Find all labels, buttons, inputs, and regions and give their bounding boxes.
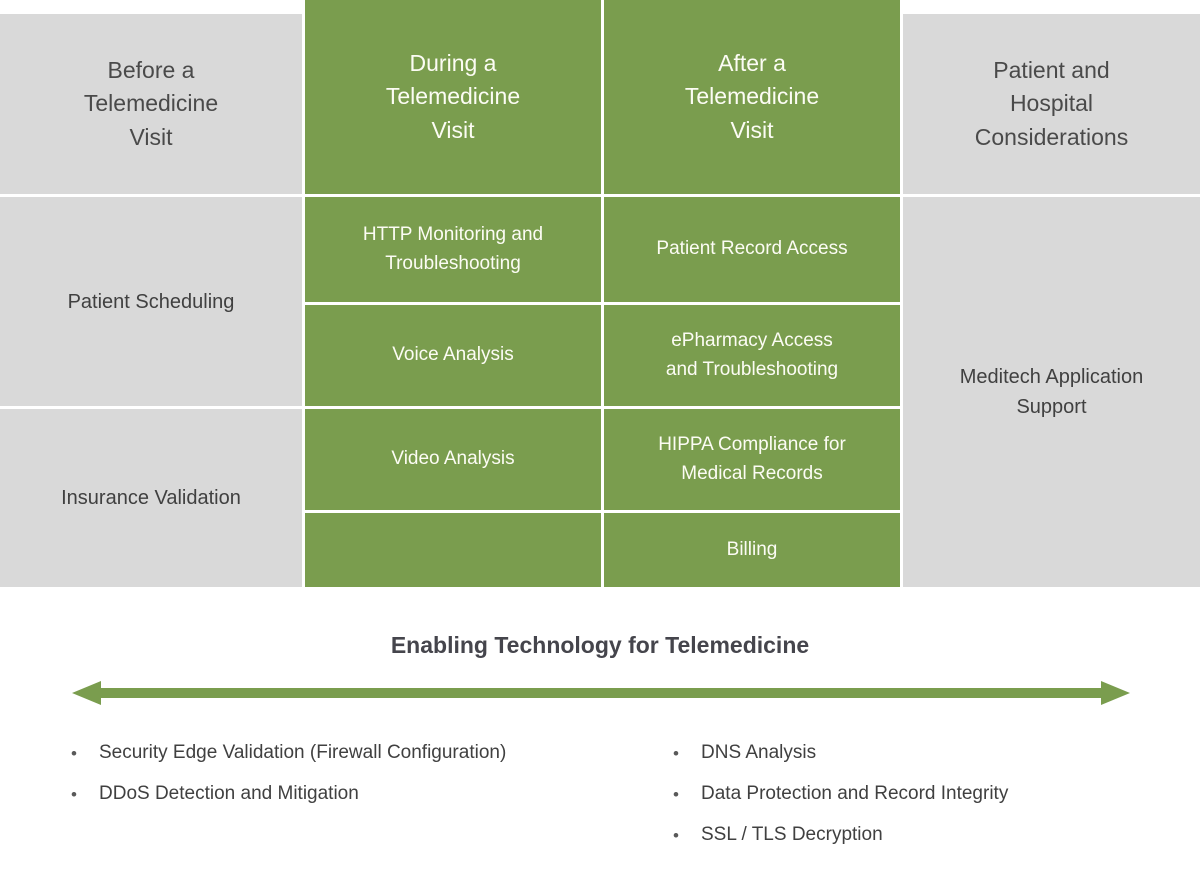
cell-billing: Billing [604, 513, 900, 587]
header-before-visit: Before a Telemedicine Visit [0, 14, 302, 194]
arrow-right-head-icon [1101, 681, 1130, 705]
list-item-ddos-detection: DDoS Detection and Mitigation [70, 782, 630, 807]
cell-during-empty [305, 513, 601, 587]
arrow-shaft [101, 688, 1101, 698]
arrow-left-head-icon [72, 681, 101, 705]
header-during-visit: During a Telemedicine Visit [305, 0, 601, 194]
double-headed-arrow [72, 681, 1130, 705]
cell-hippa-compliance: HIPPA Compliance for Medical Records [604, 409, 900, 510]
cell-http-monitoring-troubleshooting: HTTP Monitoring and Troubleshooting [305, 197, 601, 302]
list-item-dns-analysis: DNS Analysis [672, 741, 1192, 766]
cell-video-analysis: Video Analysis [305, 409, 601, 510]
enabling-tech-list-left: Security Edge Validation (Firewall Confi… [70, 741, 630, 823]
cell-patient-record-access: Patient Record Access [604, 197, 900, 302]
enabling-tech-list-right: DNS Analysis Data Protection and Record … [672, 741, 1192, 864]
header-after-visit: After a Telemedicine Visit [604, 0, 900, 194]
cell-meditech-application-support: Meditech Application Support [903, 197, 1200, 587]
cell-patient-scheduling: Patient Scheduling [0, 197, 302, 406]
cell-insurance-validation: Insurance Validation [0, 409, 302, 587]
list-item-data-protection: Data Protection and Record Integrity [672, 782, 1192, 807]
cell-epharmacy-access: ePharmacy Access and Troubleshooting [604, 305, 900, 406]
list-item-security-edge-validation: Security Edge Validation (Firewall Confi… [70, 741, 630, 766]
enabling-technology-title: Enabling Technology for Telemedicine [390, 632, 810, 658]
list-item-ssl-tls-decryption: SSL / TLS Decryption [672, 823, 1192, 848]
header-patient-hospital-considerations: Patient and Hospital Considerations [903, 14, 1200, 194]
cell-voice-analysis: Voice Analysis [305, 305, 601, 406]
